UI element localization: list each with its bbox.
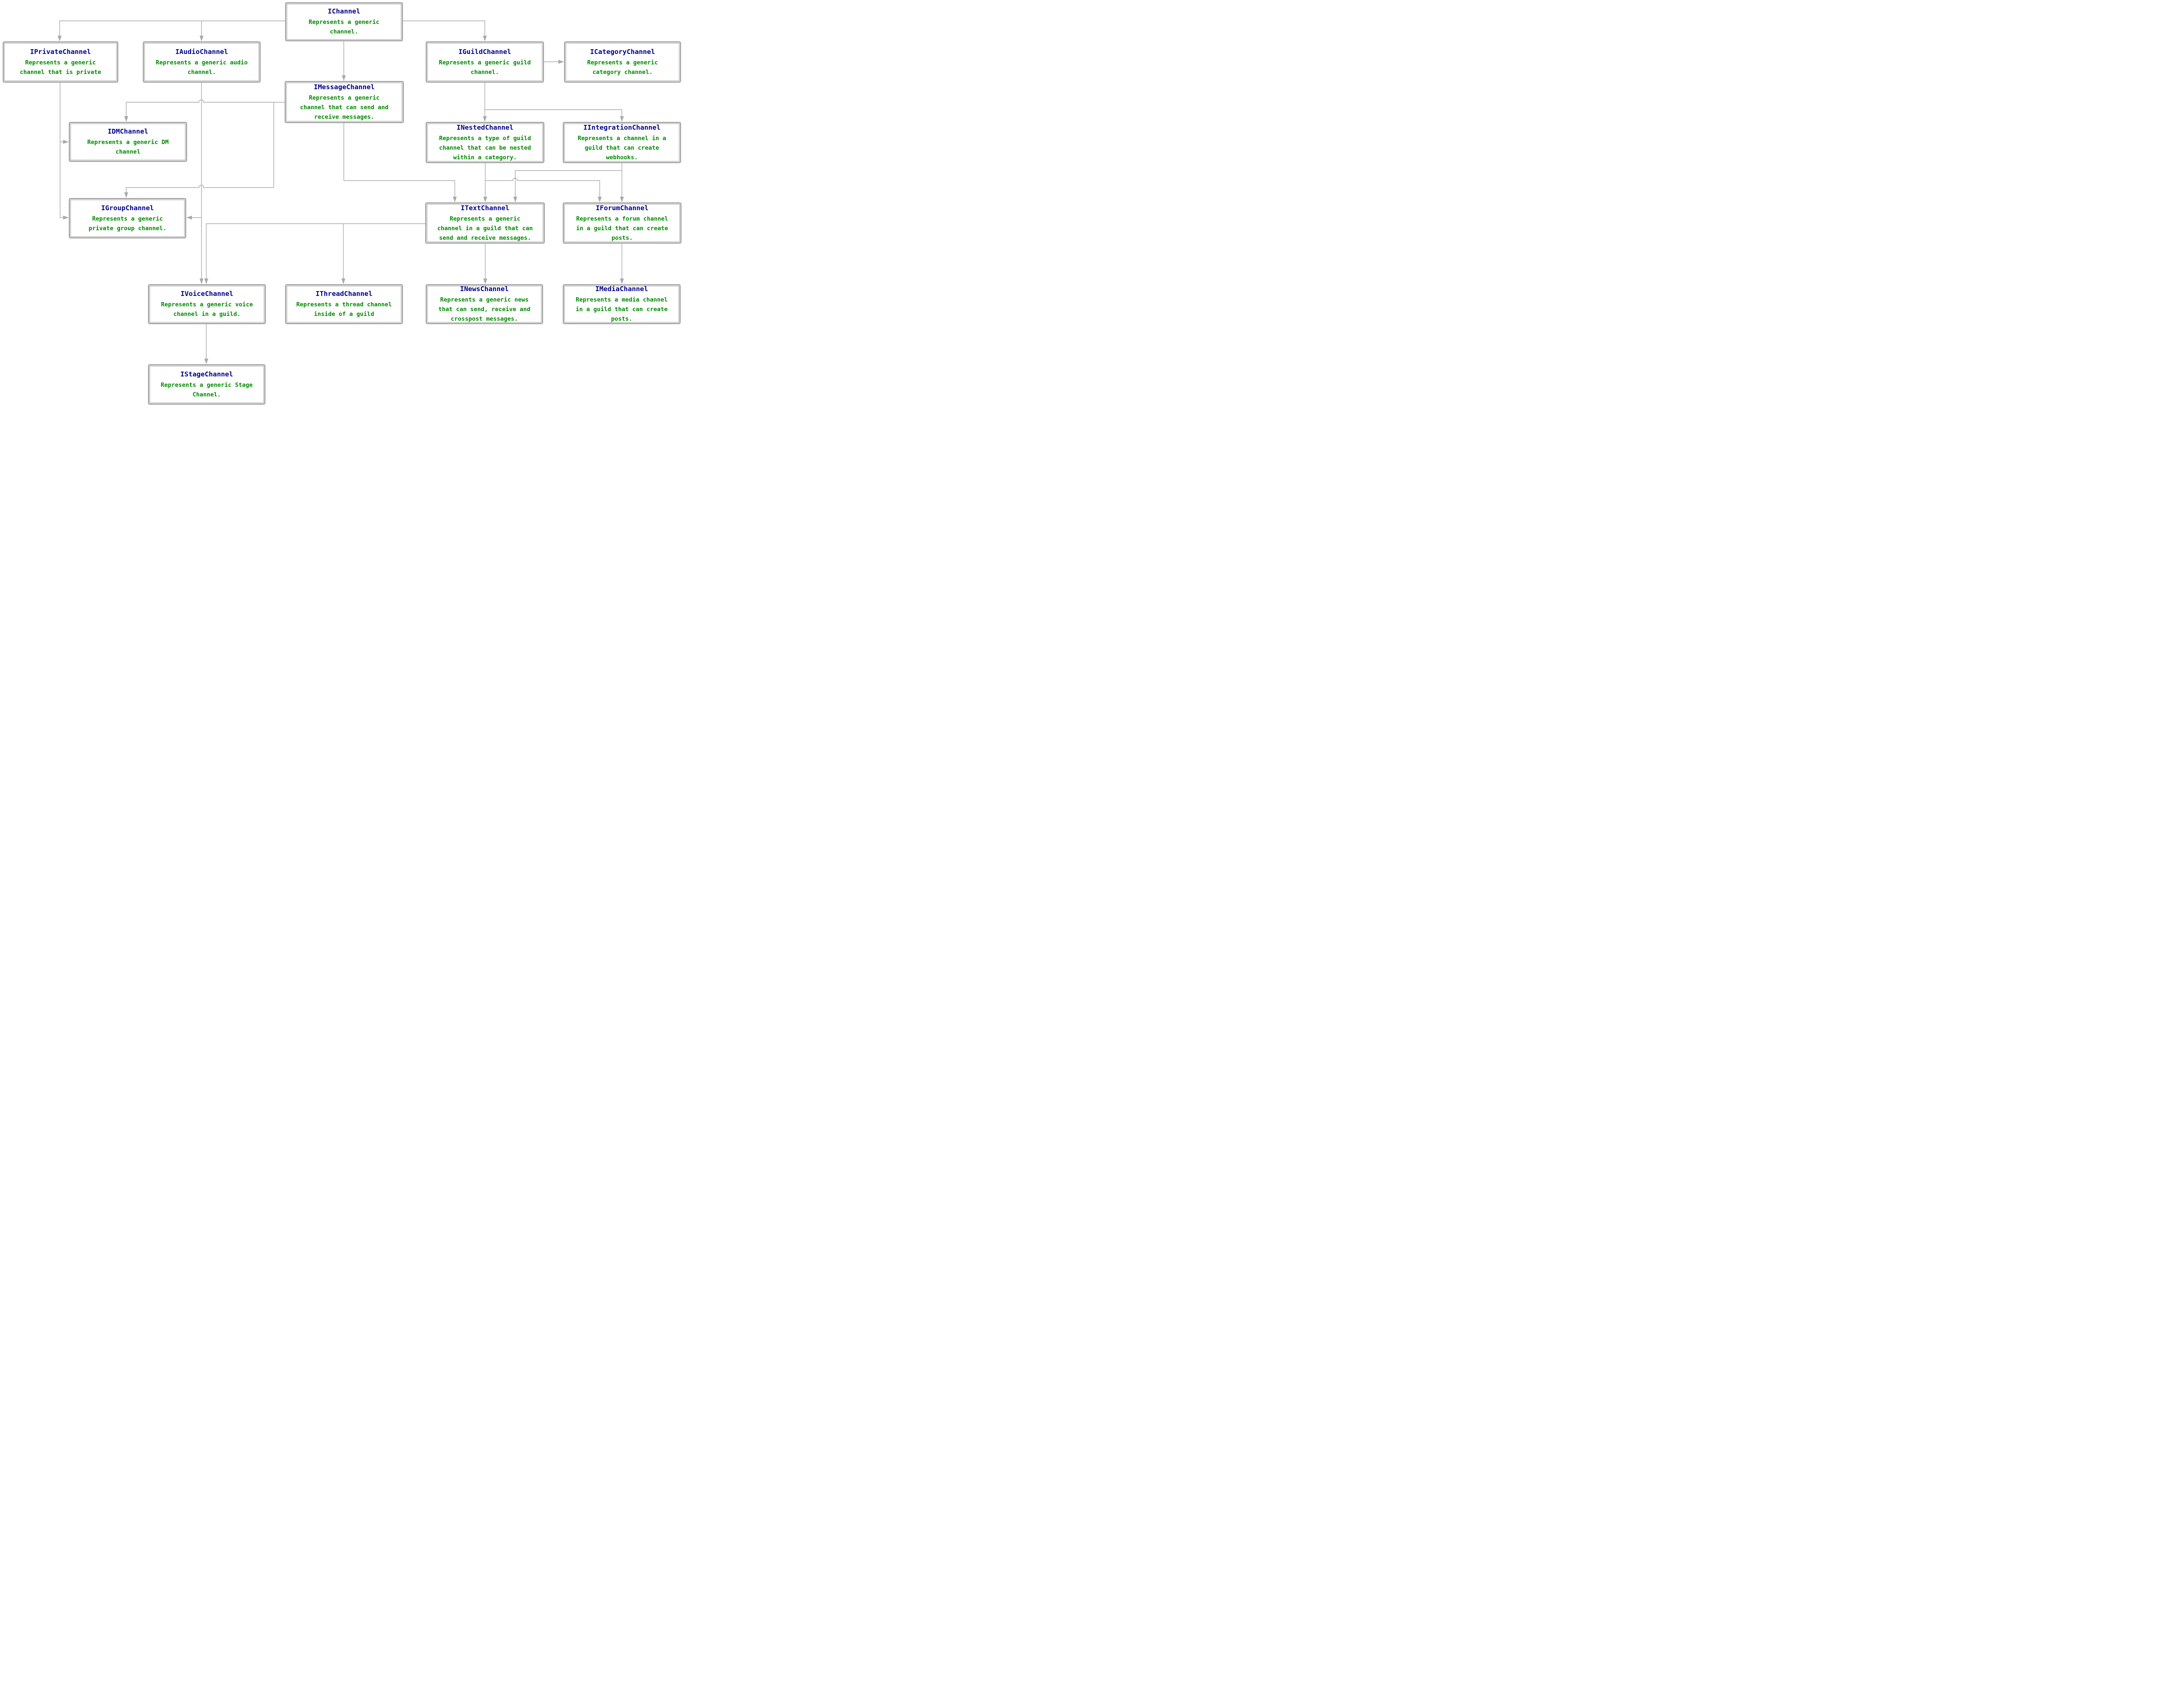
edge-IChannel-IAudioChannel xyxy=(199,21,204,41)
edge-IGuildChannel-IIntegrationChannel xyxy=(485,109,624,122)
node-itextchannel: ITextChannel Represents a generic channe… xyxy=(425,202,545,244)
node-title: IVoiceChannel xyxy=(180,290,234,298)
edge-IGuildChannel-ICategoryChannel xyxy=(544,60,564,64)
node-title: IPrivateChannel xyxy=(30,47,91,56)
edge-IPrivateChannel-IDMChannel xyxy=(60,83,69,144)
node-title: ITextChannel xyxy=(460,204,510,212)
edge-IIntegrationChannel-ITextChannel xyxy=(513,170,622,202)
node-title: IMediaChannel xyxy=(595,285,648,293)
node-iforumchannel: IForumChannel Represents a forum channel… xyxy=(563,202,682,244)
node-title: IGroupChannel xyxy=(101,204,154,212)
node-description: Represents a generic channel that is pri… xyxy=(20,59,101,76)
node-icategorychannel-inner: ICategoryChannel Represents a generic ca… xyxy=(566,43,679,81)
diagram-canvas: IChannel Represents a generic channel. I… xyxy=(0,0,682,406)
node-title: INewsChannel xyxy=(460,285,509,293)
node-itextchannel-inner: ITextChannel Represents a generic channe… xyxy=(427,204,543,242)
node-imessagechannel: IMessageChannel Represents a generic cha… xyxy=(285,81,404,123)
node-description: Represents a generic guild channel. xyxy=(439,59,531,76)
node-description: Represents a media channel in a guild th… xyxy=(575,296,668,322)
node-inestedchannel: INestedChannel Represents a type of guil… xyxy=(426,122,544,163)
edge-IChannel-IMessageChannel xyxy=(342,41,346,81)
node-imediachannel-inner: IMediaChannel Represents a media channel… xyxy=(564,285,679,322)
node-ithreadchannel: IThreadChannel Represents a thread chann… xyxy=(285,284,403,324)
node-ichannel-inner: IChannel Represents a generic channel. xyxy=(287,4,401,40)
edge-IAudioChannel-IGroupChannel xyxy=(186,83,202,220)
node-title: IStageChannel xyxy=(180,370,233,378)
node-inewschannel: INewsChannel Represents a generic news t… xyxy=(426,284,543,324)
node-inestedchannel-inner: INestedChannel Represents a type of guil… xyxy=(427,124,543,161)
edge-IGuildChannel-INestedChannel xyxy=(483,83,487,122)
node-description: Represents a generic category channel. xyxy=(587,59,658,76)
node-title: INestedChannel xyxy=(457,123,514,131)
node-iaudiochannel: IAudioChannel Represents a generic audio… xyxy=(143,41,261,83)
node-iintegrationchannel: IIntegrationChannel Represents a channel… xyxy=(563,122,681,163)
node-imediachannel: IMediaChannel Represents a media channel… xyxy=(563,284,681,324)
node-iguildchannel-inner: IGuildChannel Represents a generic guild… xyxy=(427,43,542,81)
node-title: ICategoryChannel xyxy=(590,47,655,56)
edge-IMessageChannel-ITextChannel xyxy=(343,123,457,202)
node-description: Represents a generic Stage Channel. xyxy=(161,381,253,398)
node-title: IIntegrationChannel xyxy=(583,123,661,131)
edge-INestedChannel-IForumChannel xyxy=(485,178,602,202)
node-description: Represents a generic channel that can se… xyxy=(300,94,389,121)
edge-INestedChannel-ITextChannel xyxy=(483,163,487,202)
node-inewschannel-inner: INewsChannel Represents a generic news t… xyxy=(427,285,541,322)
node-icategorychannel: ICategoryChannel Represents a generic ca… xyxy=(564,41,681,83)
node-iforumchannel-inner: IForumChannel Represents a forum channel… xyxy=(564,204,680,242)
node-title: IMessageChannel xyxy=(314,83,375,91)
node-title: IChannel xyxy=(328,7,360,15)
node-description: Represents a generic channel. xyxy=(309,19,379,35)
node-description: Represents a generic voice channel in a … xyxy=(161,301,253,318)
node-title: IDMChannel xyxy=(107,128,148,135)
edge-ITextChannel-IThreadChannel xyxy=(341,224,346,284)
node-idmchannel: IDMChannel Represents a generic DM chann… xyxy=(69,122,187,162)
edge-IMessageChannel-IDMChannel xyxy=(124,99,285,122)
node-description: Represents a type of guild channel that … xyxy=(439,134,531,161)
node-idmchannel-inner: IDMChannel Represents a generic DM chann… xyxy=(71,124,185,160)
node-description: Represents a generic DM channel xyxy=(87,139,169,155)
edge-IChannel-IPrivateChannel xyxy=(57,20,285,41)
node-ivoicechannel-inner: IVoiceChannel Represents a generic voice… xyxy=(150,286,264,322)
edge-IVoiceChannel-IStageChannel xyxy=(204,324,208,364)
edge-IAudioChannel-IVoiceChannel xyxy=(199,218,204,284)
node-imessagechannel-inner: IMessageChannel Represents a generic cha… xyxy=(286,83,402,121)
edge-IChannel-IGuildChannel xyxy=(403,20,487,41)
edge-ITextChannel-INewsChannel xyxy=(483,244,487,284)
node-ichannel: IChannel Represents a generic channel. xyxy=(285,2,403,41)
node-description: Represents a channel in a guild that can… xyxy=(578,134,666,161)
edges-layer xyxy=(57,20,624,364)
node-title: IThreadChannel xyxy=(316,290,373,298)
node-description: Represents a forum channel in a guild th… xyxy=(576,215,668,242)
edge-IForumChannel-IMediaChannel xyxy=(620,244,624,284)
node-iguildchannel: IGuildChannel Represents a generic guild… xyxy=(426,41,544,83)
node-title: IAudioChannel xyxy=(175,47,228,56)
edge-ITextChannel-IVoiceChannel xyxy=(204,223,425,284)
node-iprivatechannel-inner: IPrivateChannel Represents a generic cha… xyxy=(4,43,117,81)
node-description: Represents a generic news that can send,… xyxy=(438,296,531,322)
node-ithreadchannel-inner: IThreadChannel Represents a thread chann… xyxy=(287,286,401,322)
node-title: IForumChannel xyxy=(595,204,649,212)
node-description: Represents a generic channel in a guild … xyxy=(437,215,533,242)
node-igroupchannel: IGroupChannel Represents a generic priva… xyxy=(69,198,186,238)
node-istagechannel-inner: IStageChannel Represents a generic Stage… xyxy=(150,366,264,403)
node-istagechannel: IStageChannel Represents a generic Stage… xyxy=(148,364,265,405)
node-iintegrationchannel-inner: IIntegrationChannel Represents a channel… xyxy=(564,124,679,161)
node-iprivatechannel: IPrivateChannel Represents a generic cha… xyxy=(3,41,118,83)
node-iaudiochannel-inner: IAudioChannel Represents a generic audio… xyxy=(144,43,259,81)
node-ivoicechannel: IVoiceChannel Represents a generic voice… xyxy=(148,284,266,324)
edge-IIntegrationChannel-IForumChannel xyxy=(620,163,624,202)
node-title: IGuildChannel xyxy=(458,47,511,56)
edge-IPrivateChannel-IGroupChannel xyxy=(60,142,69,220)
node-description: Represents a generic private group chann… xyxy=(88,215,167,232)
node-description: Represents a thread channel inside of a … xyxy=(296,301,392,318)
node-description: Represents a generic audio channel. xyxy=(155,59,248,76)
node-igroupchannel-inner: IGroupChannel Represents a generic priva… xyxy=(71,200,185,237)
